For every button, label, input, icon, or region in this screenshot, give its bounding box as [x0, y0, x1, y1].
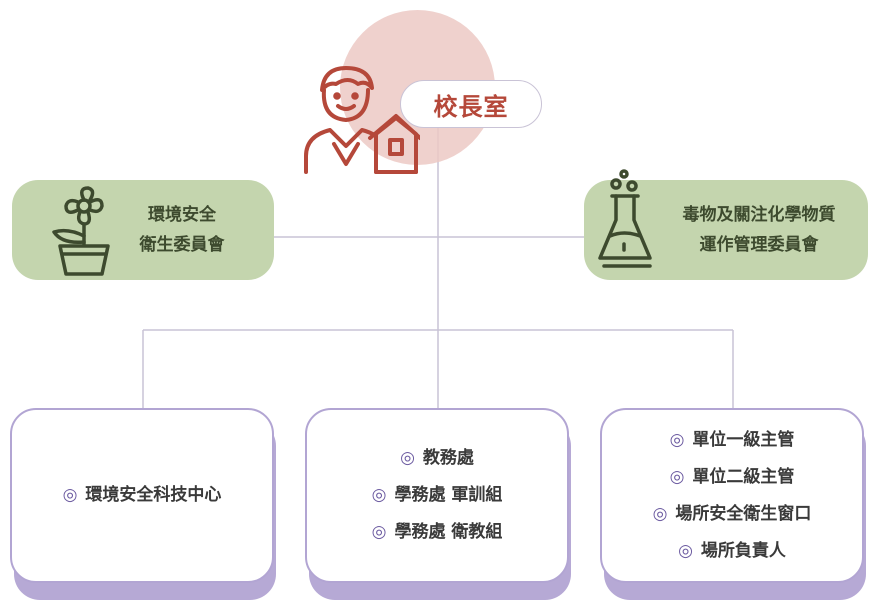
unit-item: ◎ 單位二級主管: [670, 459, 795, 496]
head-node-principal-office: 校長室: [400, 80, 542, 128]
unit-item: ◎ 單位一級主管: [670, 422, 795, 459]
committee-right-line-2: 運作管理委員會: [699, 235, 819, 255]
unit-item: ◎ 教務處: [400, 440, 474, 477]
unit-item-label: 學務處 衛教組: [394, 522, 503, 542]
committee-left-label: 環境安全 衛生委員會: [122, 200, 242, 260]
bullet-icon: ◎: [652, 503, 668, 524]
bullet-icon: ◎: [669, 466, 685, 487]
committee-left-line-1: 環境安全: [148, 205, 216, 225]
bullet-icon: ◎: [62, 485, 78, 505]
chemistry-flask-icon: [598, 169, 652, 268]
unit-item: ◎ 環境安全科技中心: [63, 477, 222, 514]
committee-right-line-1: 毒物及關注化學物質: [682, 205, 836, 225]
unit-item: ◎ 場所負責人: [678, 533, 786, 570]
unit-item-label: 場所負責人: [700, 540, 786, 561]
potted-flower-icon: [52, 186, 110, 276]
bullet-icon: ◎: [669, 429, 685, 450]
bullet-icon: ◎: [400, 448, 415, 468]
committee-environment-safety: 環境安全 衛生委員會: [12, 180, 274, 280]
bullet-icon: ◎: [678, 540, 693, 561]
unit-item: ◎ 學務處 衛教組: [372, 514, 503, 551]
unit-item: ◎ 場所安全衛生窗口: [653, 496, 812, 533]
bullet-icon: ◎: [371, 485, 387, 505]
unit-item-label: 教務處: [422, 448, 474, 468]
committee-right-label: 毒物及關注化學物質 運作管理委員會: [654, 200, 864, 260]
unit-card-right: ◎ 單位一級主管 ◎ 單位二級主管 ◎ 場所安全衛生窗口 ◎ 場所負責人: [600, 408, 864, 583]
unit-item: ◎ 學務處 軍訓組: [372, 477, 503, 514]
unit-item-label: 學務處 軍訓組: [394, 485, 503, 505]
committee-left-line-2: 衛生委員會: [139, 235, 225, 255]
bullet-icon: ◎: [371, 522, 387, 542]
unit-item-label: 單位一級主管: [692, 429, 795, 450]
committee-toxic-chemicals: 毒物及關注化學物質 運作管理委員會: [584, 169, 868, 280]
unit-item-label: 場所安全衛生窗口: [675, 503, 812, 524]
unit-item-label: 環境安全科技中心: [85, 485, 222, 505]
unit-card-left: ◎ 環境安全科技中心: [10, 408, 274, 583]
unit-card-middle: ◎ 教務處 ◎ 學務處 軍訓組 ◎ 學務處 衛教組: [305, 408, 569, 583]
unit-item-label: 單位二級主管: [692, 466, 795, 487]
head-node-label: 校長室: [433, 91, 509, 121]
principal-with-school-icon: [304, 66, 420, 174]
